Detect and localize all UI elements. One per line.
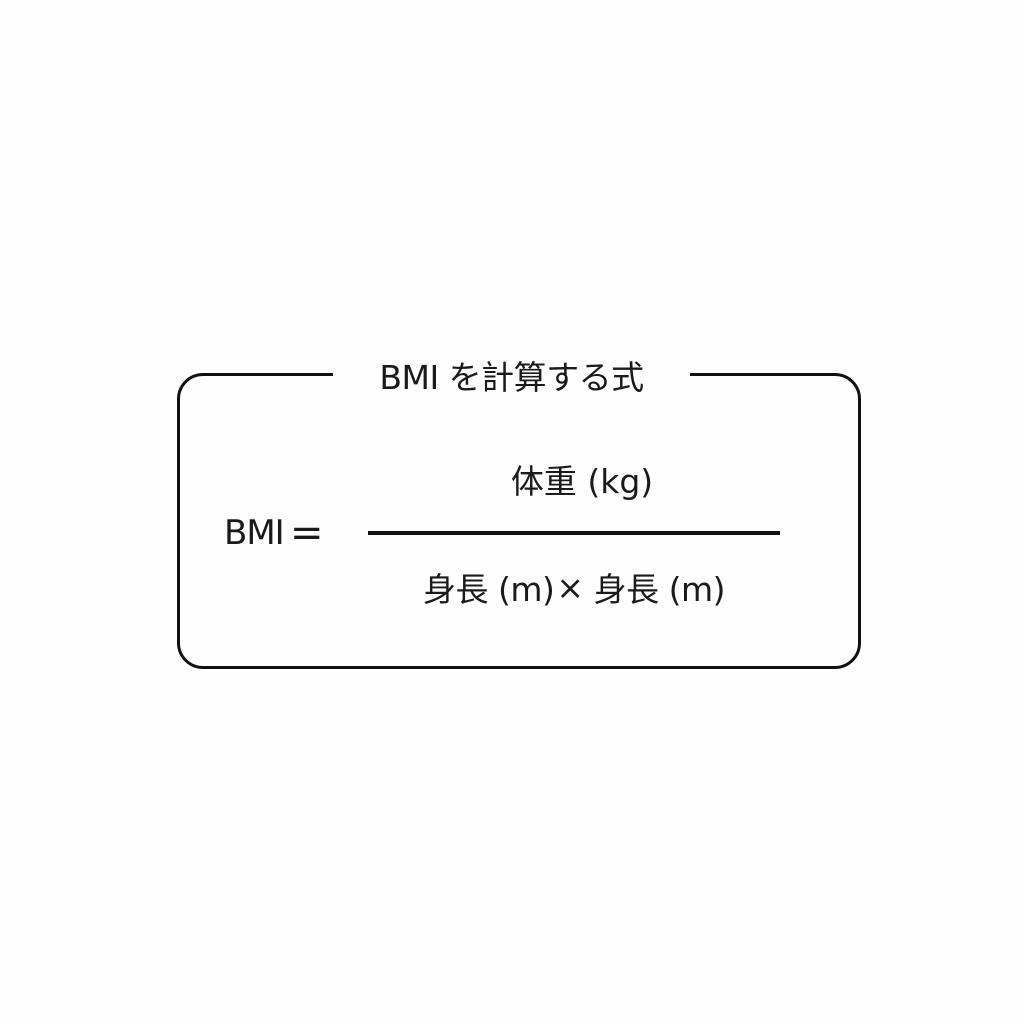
formula-denominator: 身長 (m) × 身長 (m) [368, 562, 780, 612]
frame-title: BMI を計算する式 [333, 352, 690, 398]
fraction-bar [368, 531, 780, 535]
denominator-left: 身長 (m) [423, 570, 555, 609]
multiply-sign: × [556, 567, 584, 607]
equals-sign: = [290, 510, 324, 556]
formula-lhs: BMI [224, 513, 285, 553]
formula-numerator: 体重 (kg) [510, 462, 654, 501]
denominator-right: 身長 (m) [593, 570, 726, 609]
